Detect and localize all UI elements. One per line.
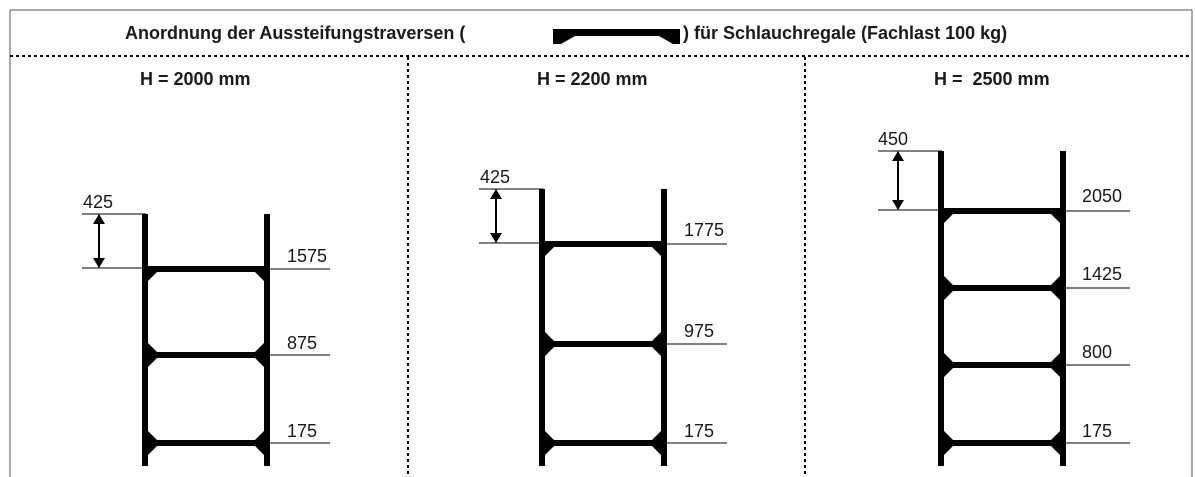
level-label: 1775 bbox=[684, 220, 724, 240]
rack-panel-h2200: H = 2200 mm 425 1775 bbox=[479, 69, 727, 466]
panel-height-label: H = 2000 mm bbox=[140, 69, 251, 89]
level-label: 175 bbox=[287, 421, 317, 441]
title-row: Anordnung der Aussteifungstraversen ( ) … bbox=[125, 23, 1007, 44]
level-labels: 1775 975 175 bbox=[665, 220, 727, 444]
level-labels: 2050 1425 800 175 bbox=[1064, 186, 1130, 444]
traverse-beams bbox=[938, 208, 1066, 455]
title-prefix: Anordnung der Aussteifungstraversen ( bbox=[125, 23, 465, 43]
rack-panel-h2000: H = 2000 mm 425 1575 bbox=[82, 69, 330, 466]
rack-frame bbox=[142, 214, 270, 466]
top-gap-label: 425 bbox=[83, 192, 113, 212]
top-gap-label: 425 bbox=[480, 167, 510, 187]
traverse-beams bbox=[142, 266, 270, 455]
separators bbox=[10, 55, 1192, 477]
top-gap-label: 450 bbox=[878, 129, 908, 149]
top-dimension: 425 bbox=[479, 167, 543, 244]
level-labels: 1575 875 175 bbox=[268, 246, 330, 444]
level-label: 175 bbox=[684, 421, 714, 441]
traverse-beam-symbol-icon bbox=[553, 29, 680, 44]
level-label: 1425 bbox=[1082, 264, 1122, 284]
level-label: 875 bbox=[287, 333, 317, 353]
title-suffix: ) für Schlauchregale (Fachlast 100 kg) bbox=[683, 23, 1007, 43]
top-dimension: 450 bbox=[878, 129, 942, 211]
panel-height-label: H = 2200 mm bbox=[537, 69, 648, 89]
rack-frame bbox=[539, 189, 667, 466]
panel-height-label: H = 2500 mm bbox=[934, 69, 1050, 89]
level-label: 175 bbox=[1082, 421, 1112, 441]
level-label: 975 bbox=[684, 321, 714, 341]
level-label: 1575 bbox=[287, 246, 327, 266]
level-label: 800 bbox=[1082, 342, 1112, 362]
frame-border bbox=[9, 9, 1193, 477]
rack-panel-h2500: H = 2500 mm bbox=[878, 69, 1130, 466]
traverse-beams bbox=[539, 241, 667, 455]
rack-frame bbox=[938, 151, 1066, 466]
top-dimension: 425 bbox=[82, 192, 146, 269]
level-label: 2050 bbox=[1082, 186, 1122, 206]
